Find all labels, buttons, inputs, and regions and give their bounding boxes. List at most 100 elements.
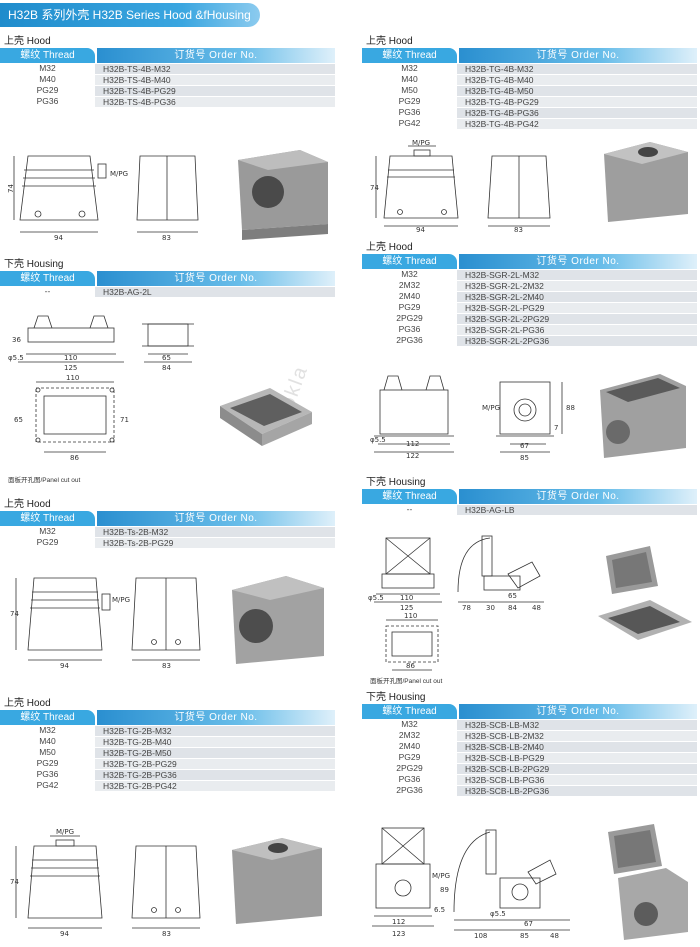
thread-cell: 2M40: [398, 741, 421, 751]
order-header: 订货号 Order No.: [459, 254, 697, 269]
thread-header: 螺纹 Thread: [0, 48, 95, 63]
thread-cell: 2M32: [398, 280, 421, 290]
width-dim: 94: [60, 930, 69, 938]
order-header: 订货号 Order No.: [97, 271, 335, 286]
c-dim: 65: [508, 592, 517, 600]
thread-cell: M40: [39, 736, 56, 746]
width2-dim: 122: [406, 452, 419, 460]
drawing-housing-ag-2l: 36 φ5.5 110 125 65 84 110 65 71 86: [8, 310, 328, 470]
depth-dim: 83: [162, 930, 171, 938]
thread-header: 螺纹 Thread: [0, 710, 95, 725]
table-row: M32 H32B-SGR-2L-M32: [362, 269, 697, 280]
thread-cell: PG36: [398, 107, 421, 117]
drawing-hood-tg-4b: M/PG 74 94 83: [370, 139, 690, 234]
inner-dim: 110: [400, 594, 413, 602]
cutout-base-dim: 86: [406, 662, 415, 670]
inner-dim: 110: [64, 354, 77, 362]
section-housing-ag-2l: 下壳 Housing 螺纹 Thread 订货号 Order No. --H32…: [0, 258, 335, 297]
housing-photo: [600, 374, 686, 458]
order-cell: H32B-TG-4B-PG42: [457, 118, 697, 129]
thread-header: 螺纹 Thread: [362, 48, 457, 63]
thread-cell: M32: [401, 269, 418, 279]
order-cell: H32B-TG-2B-PG36: [95, 769, 335, 780]
order-table: --H32B-AG-2L: [0, 286, 335, 297]
housing-photo: [598, 546, 692, 640]
section-title: 下壳 Housing: [4, 259, 64, 270]
order-cell: H32B-SCB-LB-2M40: [457, 741, 697, 752]
thread-dim: M/PG: [56, 828, 74, 836]
thread-cell: M50: [401, 85, 418, 95]
height-dim: 36: [12, 336, 21, 344]
order-header: 订货号 Order No.: [97, 48, 335, 63]
table-row: 2M40 H32B-SCB-LB-2M40: [362, 741, 697, 752]
order-cell: H32B-TS-4B-PG36: [95, 96, 335, 107]
order-cell: H32B-SCB-LB-PG36: [457, 774, 697, 785]
b-dim: 67: [524, 920, 533, 928]
thread-header: 螺纹 Thread: [362, 704, 457, 719]
housing-photo: [608, 824, 688, 940]
drawing-hood-tg-2b: M/PG 74 94 83: [10, 828, 330, 938]
b-dim: 30: [486, 604, 495, 612]
width1-dim: 112: [406, 440, 419, 448]
order-header: 订货号 Order No.: [459, 48, 697, 63]
drawing-hood-side-entry: 74 94 83 M/PG: [7, 150, 330, 242]
order-cell: H32B-SGR-2L-2M32: [457, 280, 697, 291]
hood-photo: [232, 838, 322, 924]
thread-cell: 2PG29: [396, 763, 423, 773]
thread-cell: M40: [401, 74, 418, 84]
table-row: --H32B-AG-2L: [0, 286, 335, 297]
cutout-width-dim: 110: [404, 612, 417, 620]
table-row: M32 H32B-TS-4B-M32: [0, 63, 335, 74]
a-dim: 7: [554, 424, 558, 432]
thread-cell: M32: [39, 526, 56, 536]
hole-dim: φ5.5: [370, 436, 386, 444]
thread-header: 螺纹 Thread: [0, 511, 95, 526]
table-header: 螺纹 Thread 订货号 Order No.: [0, 710, 335, 725]
a-dim: 78: [462, 604, 471, 612]
order-cell: H32B-TG-4B-PG36: [457, 107, 697, 118]
order-cell: H32B-AG-2L: [95, 286, 335, 297]
order-cell: H32B-TS-4B-M32: [95, 63, 335, 74]
order-cell: H32B-TS-4B-M40: [95, 74, 335, 85]
housing-photo: [220, 388, 312, 446]
drawing-housing-scb-lb: 112 123 89 6.5 M/PG φ5.5 67 108 85 48: [370, 822, 695, 942]
table-row: M32 H32B-Ts-2B-M32: [0, 526, 335, 537]
hole-dim: φ5.5: [490, 910, 506, 918]
hood-photo: [604, 142, 688, 222]
section-title: 上壳 Hood: [4, 499, 51, 510]
hood-photo: [232, 576, 324, 664]
thread-cell: 2PG29: [396, 313, 423, 323]
order-cell: H32B-TG-2B-M32: [95, 725, 335, 736]
width2-dim: 123: [392, 930, 405, 938]
cutout-base-dim: 86: [70, 454, 79, 462]
order-cell: H32B-SGR-2L-PG36: [457, 324, 697, 335]
order-cell: H32B-TG-2B-M40: [95, 736, 335, 747]
order-cell: H32B-SCB-LB-2PG36: [457, 785, 697, 796]
thread-dim: M/PG: [482, 404, 500, 412]
width-dim: 94: [54, 234, 63, 242]
table-row: M32 H32B-TG-2B-M32: [0, 725, 335, 736]
order-cell: H32B-SGR-2L-M32: [457, 269, 697, 280]
order-cell: H32B-SGR-2L-2M40: [457, 291, 697, 302]
thread-cell: PG36: [398, 324, 421, 334]
order-cell: H32B-Ts-2B-M32: [95, 526, 335, 537]
width-dim: 94: [60, 662, 69, 670]
order-table: --H32B-AG-LB: [362, 504, 697, 515]
order-cell: H32B-TG-2B-PG42: [95, 780, 335, 791]
thread-cell: M32: [39, 63, 56, 73]
table-header: 螺纹 Thread 订货号 Order No.: [0, 271, 335, 286]
cutout-note: 面板开孔图/Panel cut out: [8, 477, 81, 484]
thread-cell: M32: [39, 725, 56, 735]
